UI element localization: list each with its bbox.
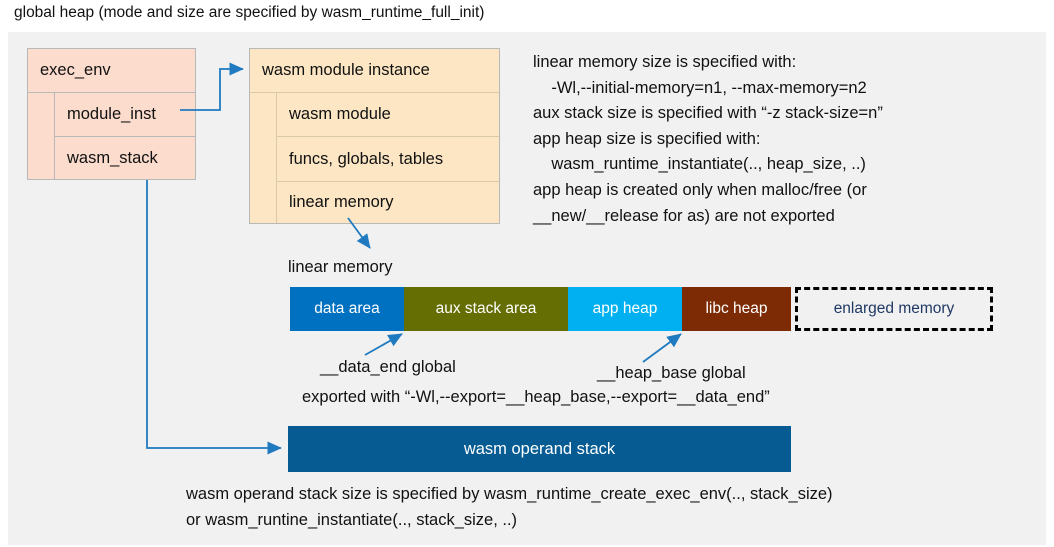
configuration-notes: linear memory size is specified with: -W…	[533, 53, 883, 225]
exec-env-row-module-inst-label: module_inst	[67, 105, 156, 123]
memory-segment-label: app heap	[592, 300, 658, 317]
wmi-row-wasm-module-label: wasm module	[289, 105, 391, 123]
memory-segment-enlarged-memory: enlarged memory	[795, 287, 993, 331]
wmi-row-funcs-globals-tables-label: funcs, globals, tables	[289, 149, 444, 168]
memory-segment-label: aux stack area	[435, 300, 537, 317]
memory-segment-app-heap: app heap	[568, 287, 682, 331]
memory-segment-label: enlarged memory	[833, 300, 955, 317]
wmi-row-wasm-module: wasm module	[277, 93, 499, 137]
wasm-module-instance-header: wasm module instance	[250, 49, 499, 93]
wmi-row-linear-memory: linear memory	[277, 182, 499, 223]
memory-segment-label: data area	[314, 300, 380, 317]
exec-env-header-label: exec_env	[40, 61, 111, 79]
exec-env-row-wasm-stack-label: wasm_stack	[67, 148, 158, 167]
wasm-operand-stack-label: wasm operand stack	[463, 439, 616, 458]
memory-segment-aux-stack-area: aux stack area	[404, 287, 568, 331]
wasm-module-instance-header-label: wasm module instance	[262, 61, 430, 79]
exec-env-gutter	[28, 93, 55, 179]
operand-stack-footnote: wasm operand stack size is specified by …	[186, 485, 833, 529]
annotation-exported-with: exported with “-Wl,--export=__heap_base,…	[302, 388, 770, 406]
annotation-data-end: __data_end global	[320, 358, 456, 376]
exec-env-row-wasm-stack: wasm_stack	[55, 137, 195, 179]
memory-segment-data-area: data area	[290, 287, 404, 331]
annotation-heap-base: __heap_base global	[597, 364, 746, 382]
exec-env-row-module-inst: module_inst	[55, 93, 195, 137]
linear-memory-bar: data area aux stack area app heap libc heap…	[290, 287, 993, 331]
memory-segment-libc-heap: libc heap	[682, 287, 791, 331]
memory-segment-label: libc heap	[705, 300, 768, 317]
wasm-module-instance-box: wasm module instance wasm module funcs, …	[249, 48, 500, 224]
exec-env-header: exec_env	[28, 49, 195, 93]
linear-memory-bar-label: linear memory	[288, 258, 393, 276]
wasm-module-instance-gutter	[250, 93, 277, 223]
exec-env-box: exec_env module_inst wasm_stack	[27, 48, 196, 180]
wasm-operand-stack-bar: wasm operand stack	[288, 426, 791, 472]
wmi-row-linear-memory-label: linear memory	[289, 193, 394, 211]
wmi-row-funcs-globals-tables: funcs, globals, tables	[277, 137, 499, 182]
page-title: global heap (mode and size are specified…	[14, 4, 485, 21]
